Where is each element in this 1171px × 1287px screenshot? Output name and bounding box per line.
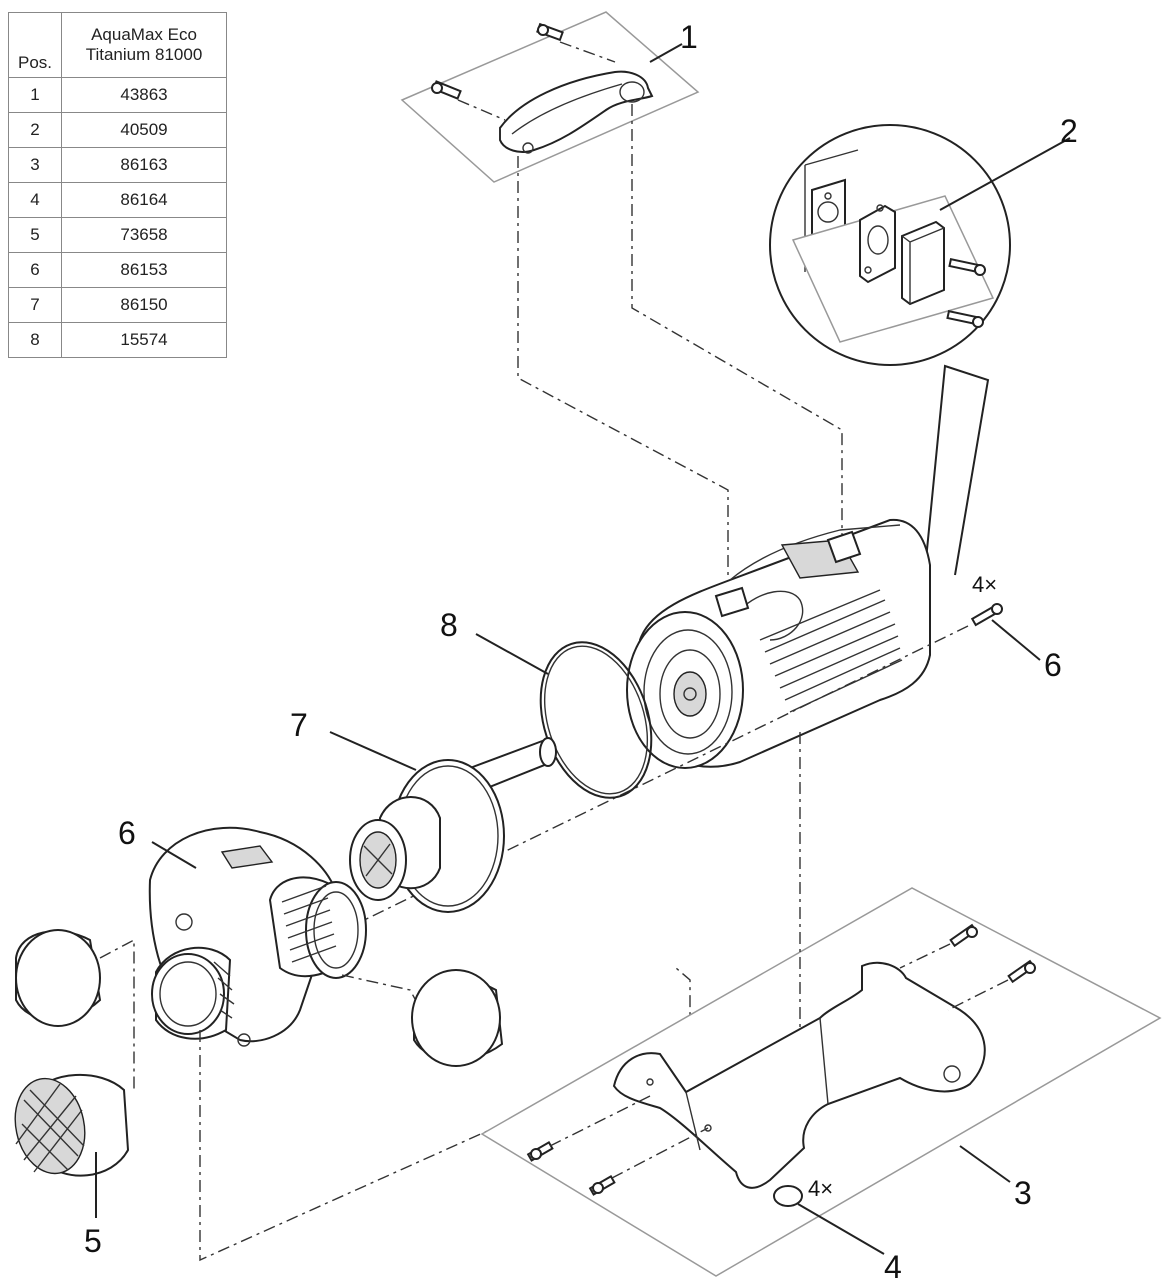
stand-screw-icon bbox=[947, 959, 1036, 1011]
stand-bracket bbox=[612, 961, 986, 1189]
pos-cell: 6 bbox=[8, 252, 62, 288]
housing-inlet-thread bbox=[151, 946, 235, 1040]
feet-quantity: 4× bbox=[808, 1176, 833, 1201]
part-number-cell: 86150 bbox=[61, 287, 227, 323]
housing-label-plate bbox=[220, 845, 274, 869]
handle-screw-icon bbox=[431, 80, 506, 121]
pos-cell: 5 bbox=[8, 217, 62, 253]
callout-7: 7 bbox=[290, 707, 308, 743]
callout-leader-7 bbox=[329, 731, 417, 771]
pos-cell: 3 bbox=[8, 147, 62, 183]
screws-quantity: 4× bbox=[972, 572, 997, 597]
stand-screw-icon bbox=[899, 923, 978, 969]
handle-assembly: 1 bbox=[400, 11, 843, 586]
end-cap-left bbox=[15, 929, 102, 1027]
connector-screw-icon bbox=[948, 257, 986, 276]
part-number-cell: 15574 bbox=[61, 322, 227, 358]
handle-part bbox=[499, 70, 654, 154]
pump-housing: 6 bbox=[99, 815, 691, 1262]
parts-table-header: Pos. AquaMax Eco Titanium 81000 bbox=[8, 12, 227, 78]
callout-leader-8 bbox=[475, 633, 549, 675]
pos-cell: 7 bbox=[8, 287, 62, 323]
model-header-line1: AquaMax Eco bbox=[91, 25, 197, 44]
callout-2: 2 bbox=[1060, 113, 1078, 149]
callout-1: 1 bbox=[680, 19, 698, 55]
pos-cell: 1 bbox=[8, 77, 62, 113]
callout-leader-6-screws bbox=[991, 619, 1041, 661]
rotor-impeller: 7 bbox=[290, 707, 557, 913]
housing-outlet-thread bbox=[268, 876, 367, 979]
callout-leader-6-housing bbox=[151, 841, 197, 869]
pos-header: Pos. bbox=[8, 12, 62, 78]
part-number-cell: 40509 bbox=[61, 112, 227, 148]
motor-housing bbox=[626, 518, 931, 769]
o-ring: 8 bbox=[440, 607, 653, 799]
alignment-line bbox=[99, 938, 135, 1092]
end-cap-right bbox=[411, 969, 504, 1067]
part-number-cell: 86164 bbox=[61, 182, 227, 218]
callout-6-screws: 6 bbox=[1044, 647, 1062, 683]
stand-screw-icon bbox=[526, 1095, 651, 1162]
callout-leader-4 bbox=[797, 1203, 885, 1255]
detail-callout-circle: 2 bbox=[769, 113, 1078, 576]
motor-socket bbox=[826, 530, 862, 564]
pos-cell: 2 bbox=[8, 112, 62, 148]
base-stand-assembly: 3 bbox=[480, 732, 1162, 1277]
motor-socket bbox=[714, 586, 750, 618]
rubber-feet: 4× 4 bbox=[773, 1176, 902, 1285]
callout-8: 8 bbox=[440, 607, 458, 643]
connector-socket bbox=[859, 204, 896, 284]
alignment-line bbox=[517, 156, 729, 586]
stand-screw-icon bbox=[588, 1127, 709, 1196]
callout-4: 4 bbox=[884, 1249, 902, 1285]
model-header-line2: Titanium 81000 bbox=[85, 45, 203, 64]
callout-leader-1 bbox=[649, 43, 683, 63]
callout-6-housing: 6 bbox=[118, 815, 136, 851]
callout-3: 3 bbox=[1014, 1175, 1032, 1211]
alignment-line bbox=[341, 974, 421, 1009]
model-header: AquaMax Eco Titanium 81000 bbox=[61, 12, 227, 78]
handle-screw-icon bbox=[536, 22, 616, 63]
callout-leader-2 bbox=[939, 137, 1071, 211]
callout-5: 5 bbox=[84, 1223, 102, 1259]
part-number-cell: 43863 bbox=[61, 77, 227, 113]
part-number-cell: 86163 bbox=[61, 147, 227, 183]
strainer: 5 bbox=[14, 1073, 130, 1259]
connector-cap bbox=[901, 220, 945, 306]
callout-leader-3 bbox=[959, 1145, 1011, 1183]
connector-screw-icon bbox=[946, 309, 984, 328]
part-number-cell: 73658 bbox=[61, 217, 227, 253]
alignment-line bbox=[631, 104, 843, 536]
